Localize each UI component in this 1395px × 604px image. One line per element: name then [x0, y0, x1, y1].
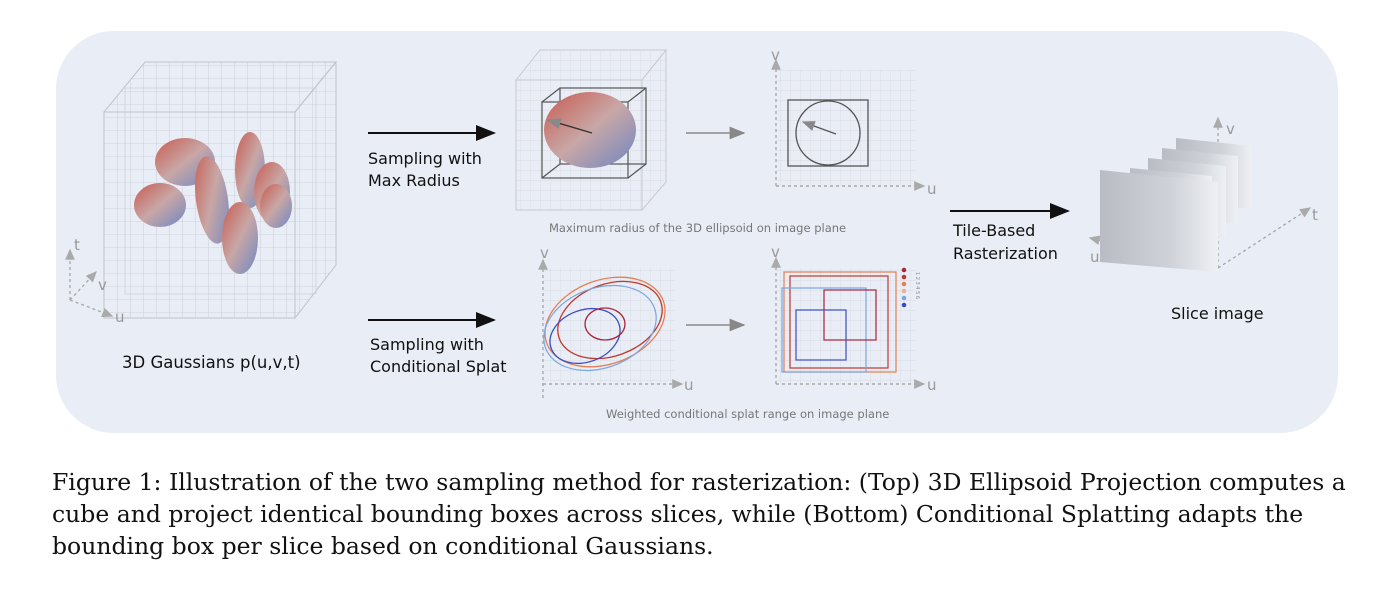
ellipsoid-3d — [544, 92, 636, 168]
axis-v-box: v — [771, 243, 780, 261]
radius-arrow-3d — [546, 118, 593, 134]
tile-line2: Rasterization — [953, 244, 1058, 263]
image-plane-max-radius — [771, 58, 926, 191]
image-plane-cond-splat — [771, 256, 926, 389]
sampling-cond-splat-label: Sampling with Conditional Splat — [370, 334, 507, 378]
axis-t-label: t — [74, 236, 80, 254]
axis-u-box: u — [927, 376, 937, 394]
tile-rasterization-label: Tile-Based Rasterization — [953, 219, 1058, 265]
gaussian-axes — [65, 248, 114, 318]
sampling-max-line1: Sampling with — [368, 149, 482, 168]
sampling-cond-line1: Sampling with — [370, 335, 484, 354]
max-radius-note: Maximum radius of the 3D ellipsoid on im… — [549, 221, 847, 235]
cond-splat-note: Weighted conditional splat range on imag… — [606, 407, 890, 421]
axis-t-slice: t — [1312, 206, 1318, 224]
axis-u-label: u — [115, 308, 125, 326]
tile-line1: Tile-Based — [953, 221, 1036, 240]
gaussian-ellipsoids — [134, 132, 292, 274]
conditional-splat-ellipses — [538, 258, 684, 398]
legend-indices: 1 2 3 4 5 6 — [914, 272, 920, 299]
axis-v-slice: v — [1226, 120, 1235, 138]
axis-v-label: v — [98, 276, 107, 294]
axis-u-top: u — [927, 180, 937, 198]
figure-caption: Figure 1: Illustration of the two sampli… — [52, 468, 1346, 560]
sampling-max-radius-label: Sampling with Max Radius — [368, 148, 482, 192]
slice-stack — [1088, 116, 1312, 272]
axis-v-cond: v — [540, 244, 549, 262]
axis-v-top: v — [771, 46, 780, 64]
gaussians-label: 3D Gaussians p(u,v,t) — [122, 353, 301, 372]
sampling-cond-line2: Conditional Splat — [370, 357, 507, 376]
sampling-max-line2: Max Radius — [368, 171, 460, 190]
axis-u-slice: u — [1090, 248, 1100, 266]
axis-u-cond: u — [684, 376, 694, 394]
slice-image-label: Slice image — [1171, 304, 1264, 323]
